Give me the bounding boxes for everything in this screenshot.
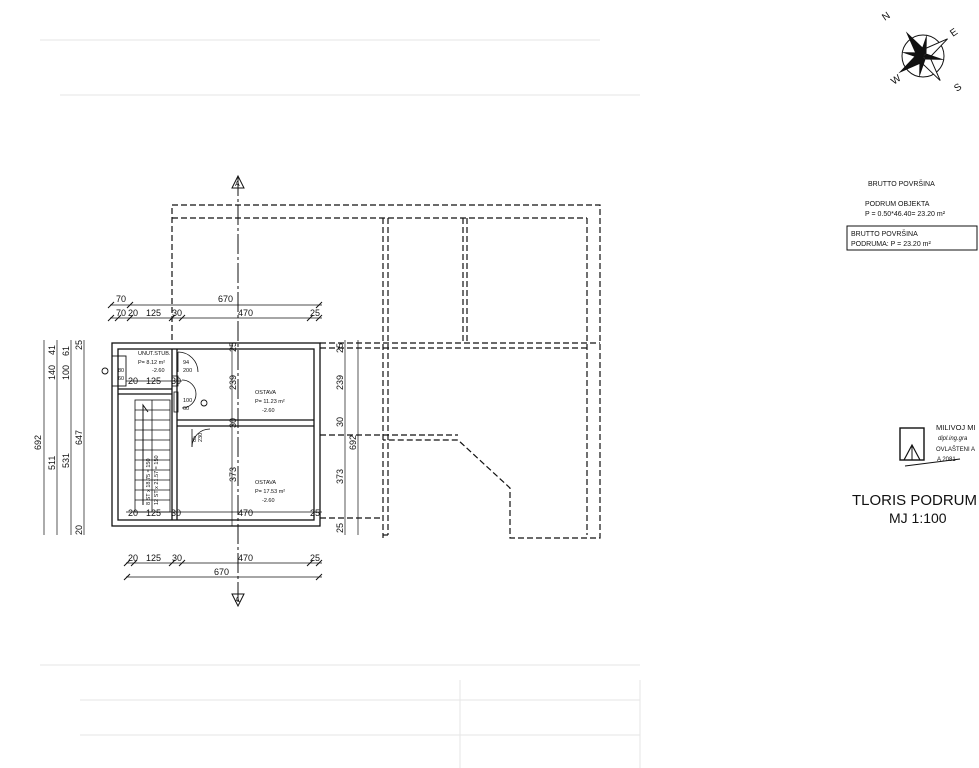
section-line: [231, 174, 245, 608]
stairs-label-2: 12 ST x 21.57 = 150: [154, 455, 160, 505]
legend-box-line1: BRUTTO POVRŠINA: [851, 229, 918, 238]
opening-3-h: 230: [198, 433, 204, 442]
dim-bot-chain-20: 20: [128, 553, 138, 563]
compass-east-label: E: [948, 26, 960, 39]
dim-right-30: 30: [335, 417, 345, 427]
room-stair-level: -2.60: [152, 368, 165, 374]
drawing-scale: MJ 1:100: [889, 510, 947, 526]
dim-inner-20a: 20: [128, 376, 138, 386]
dim-top-chain-30: 30: [172, 308, 182, 318]
dim-right-25a: 25: [335, 343, 345, 353]
dim-top-chain-470: 470: [238, 308, 253, 318]
dim-inner-20b: 20: [128, 508, 138, 518]
dim-left-25: 25: [74, 340, 84, 350]
dim-inner-v-373: 373: [228, 467, 238, 482]
room-storage-1-name: OSTAVA: [255, 390, 276, 396]
compass-north-label: N: [880, 10, 892, 23]
scan-noise: [40, 39, 641, 768]
dim-top-chain-70: 70: [116, 308, 126, 318]
drawing-title: TLORIS PODRUM: [852, 492, 977, 509]
legend-box-line2: PODRUMA: P = 23.20 m²: [851, 241, 931, 248]
dim-left-692: 692: [33, 435, 43, 450]
room-storage-2-area: P= 17.53 m²: [255, 489, 285, 495]
window-left: [101, 355, 208, 407]
legend-area-box: [846, 225, 978, 251]
dim-bot-chain-25: 25: [310, 553, 320, 563]
compass-south-label: S: [952, 81, 964, 94]
dim-inner-125a: 125: [146, 376, 161, 386]
dim-top-chain-25: 25: [310, 308, 320, 318]
dimension-ticks: [107, 301, 323, 581]
room-storage-1-level: -2.60: [262, 408, 275, 414]
dim-top-chain-125: 125: [146, 308, 161, 318]
dim-right-373: 373: [335, 469, 345, 484]
section-mark-bottom: A: [235, 597, 240, 604]
opening-4-h: 60: [118, 376, 124, 382]
room-storage-2-name: OSTAVA: [255, 480, 276, 486]
stamp-line2: dipl.ing.gra: [938, 436, 968, 442]
dim-left-100: 100: [61, 365, 71, 380]
opening-2-h: 60: [183, 406, 189, 412]
staircase: [134, 399, 171, 513]
room-stair-area: P= 8.12 m²: [138, 360, 165, 366]
compass-west-label: W: [889, 73, 904, 88]
dim-inner-v-30: 30: [228, 418, 238, 428]
dim-inner-125b: 125: [146, 508, 161, 518]
stamp-line4: A 2081: [937, 457, 956, 463]
legend-object-formula: P = 0.50*46.40= 23.20 m²: [865, 211, 946, 218]
dim-left-20: 20: [74, 525, 84, 535]
dim-bot-chain-470: 470: [238, 553, 253, 563]
dim-bot-chain-125: 125: [146, 553, 161, 563]
dim-left-140: 140: [47, 365, 57, 380]
stairs-label: 8 ST x 18.75 = 150: [146, 458, 152, 505]
legend-heading: BRUTTO POVRŠINA: [868, 179, 935, 188]
dim-inner-30a: 30: [171, 376, 181, 386]
opening-1-h: 200: [183, 368, 192, 374]
dim-right-25b: 25: [335, 523, 345, 533]
compass-rose: [898, 31, 948, 81]
dimension-lines: [43, 304, 359, 578]
dim-left-61: 61: [61, 346, 71, 356]
opening-3-w: 85: [192, 436, 198, 442]
dim-right-692: 692: [348, 435, 358, 450]
upper-floor-outline: [171, 204, 601, 539]
opening-1-w: 94: [183, 360, 189, 366]
room-storage-1-area: P= 11.23 m²: [255, 399, 285, 405]
dim-top-70: 70: [116, 294, 126, 304]
dim-inner-v-239: 239: [228, 375, 238, 390]
dim-inner-470b: 470: [238, 508, 253, 518]
dim-right-239: 239: [335, 375, 345, 390]
basement-walls: [111, 342, 321, 527]
dim-bot-chain-30: 30: [172, 553, 182, 563]
legend-object-label: PODRUM OBJEKTA: [865, 201, 930, 208]
dim-bot-670: 670: [214, 567, 229, 577]
dim-left-531: 531: [61, 453, 71, 468]
room-stair-name: UNUT.STUB.: [138, 351, 171, 357]
stamp-line3: OVLAŠTENI A: [936, 446, 975, 453]
dim-top-670: 670: [218, 294, 233, 304]
opening-4-w: 80: [118, 368, 124, 374]
dim-left-41: 41: [47, 345, 57, 355]
opening-2-w: 100: [183, 398, 192, 404]
section-mark-top: A: [235, 181, 240, 188]
dim-inner-v-25: 25: [228, 342, 238, 352]
dim-inner-25b: 25: [310, 508, 320, 518]
dim-left-511: 511: [47, 456, 57, 470]
room-storage-2-level: -2.60: [262, 498, 275, 504]
architect-stamp: [899, 427, 961, 467]
door-swings: [171, 351, 211, 448]
stamp-name: MILIVOJ MI: [936, 423, 976, 432]
dim-inner-30b: 30: [171, 508, 181, 518]
dim-left-647: 647: [74, 430, 84, 445]
dim-top-chain-20: 20: [128, 308, 138, 318]
